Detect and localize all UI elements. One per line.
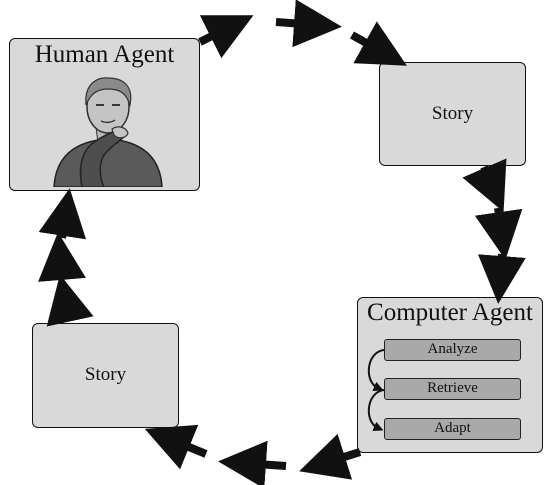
story-bottom-label: Story — [84, 364, 127, 385]
arrow — [275, 0, 342, 48]
arrow — [38, 188, 87, 240]
arrow — [462, 158, 507, 213]
arrow — [46, 274, 94, 327]
step-retrieve: Retrieve — [384, 378, 521, 400]
arrow — [38, 232, 86, 282]
story-top-box: Story — [379, 62, 526, 166]
arrow — [350, 21, 407, 66]
story-bottom-box: Story — [32, 323, 179, 428]
arrow — [368, 349, 385, 392]
arrow — [198, 15, 254, 59]
arrow — [299, 433, 362, 480]
human-agent-box: Human Agent — [9, 38, 200, 191]
human-agent-title: Human Agent — [34, 41, 175, 68]
arrow — [474, 207, 523, 260]
arrow — [218, 440, 287, 485]
story-top-label: Story — [431, 103, 474, 124]
step-adapt: Adapt — [384, 418, 521, 440]
step-analyze: Analyze — [384, 339, 521, 361]
arrow — [144, 424, 208, 470]
arrow — [368, 389, 385, 432]
thinking-person-icon — [53, 77, 163, 187]
arrow — [477, 253, 526, 304]
